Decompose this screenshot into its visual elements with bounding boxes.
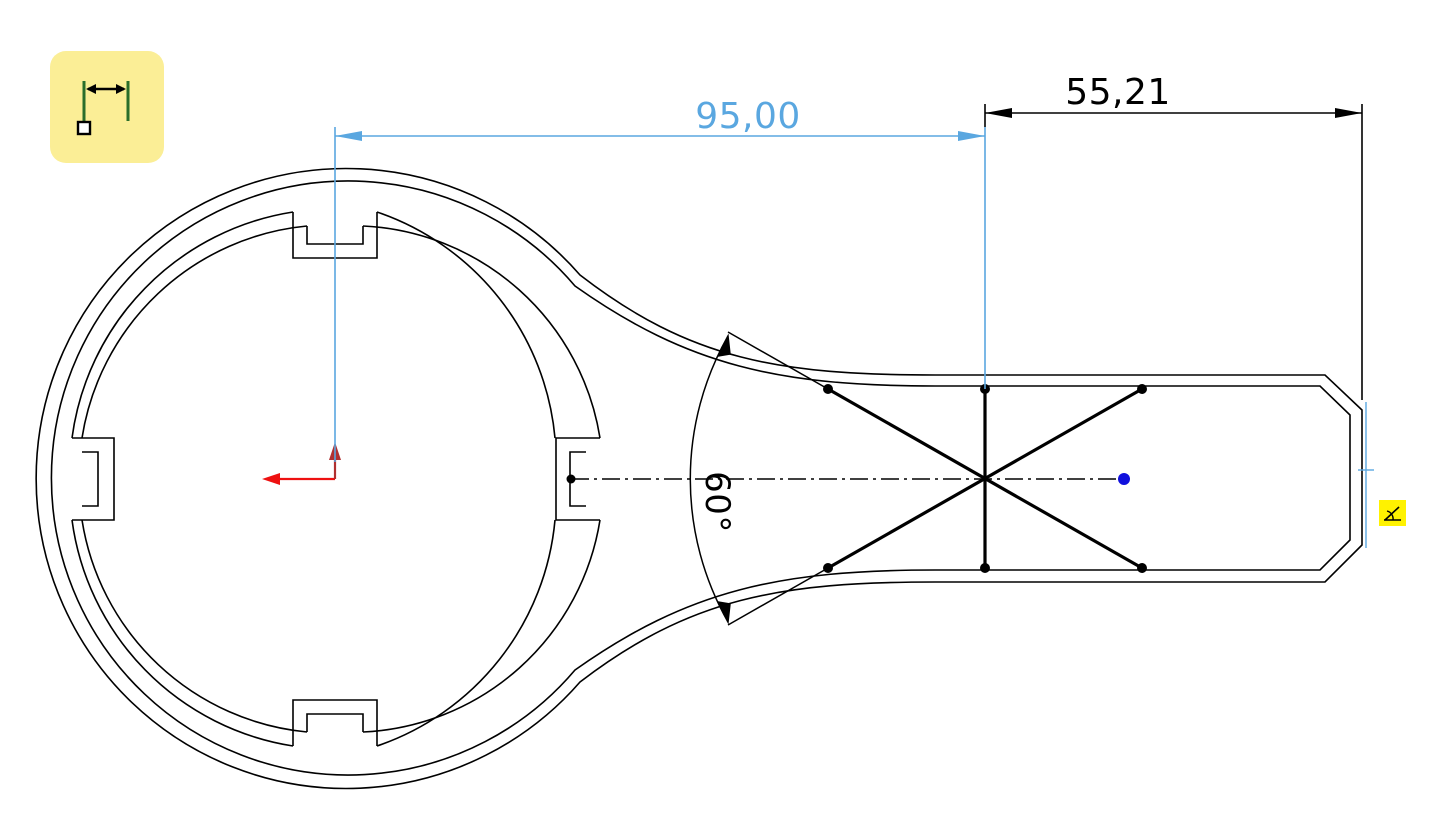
dimension-arrow [1335,108,1362,118]
tangent-relation-badge[interactable] [1379,500,1406,526]
cross-braces[interactable] [827,387,1143,570]
dimension-55[interactable] [984,104,1363,400]
outer-offset-contour[interactable] [50,180,1351,776]
dimension-95-label[interactable]: 95,00 [695,96,801,137]
sketch-point[interactable] [980,563,990,573]
outer-contour[interactable] [35,167,1363,790]
notch-left[interactable] [72,437,115,521]
dimension-95[interactable] [334,127,986,462]
sketch-point[interactable] [1137,563,1147,573]
origin-icon [262,442,341,485]
wrench-outline[interactable] [35,167,1363,790]
angle-arrow [716,333,731,357]
angle-extension-line [727,567,829,626]
angular-dimension[interactable] [689,331,829,626]
notch-bottom[interactable] [292,699,378,746]
smart-dimension-tool-button[interactable] [50,51,164,163]
dimension-arrow [985,108,1012,118]
tangent-relation-icon [1379,500,1406,526]
angle-arc [689,335,729,623]
ring-inner-arc[interactable] [81,225,601,733]
ring-outer-arc[interactable] [71,211,556,747]
centerline-midpoint-blue[interactable] [1118,473,1130,485]
angle-dimension-label[interactable]: 60° [697,471,737,533]
angle-arrow [716,601,731,625]
sketch-point[interactable] [1137,384,1147,394]
selected-end-edge[interactable] [1358,402,1374,548]
angle-extension-line [727,331,829,390]
smart-dimension-icon [50,51,164,163]
dimension-arrow [335,131,362,141]
centerline-endpoint[interactable] [566,474,576,484]
dimension-55-label[interactable]: 55,21 [1065,72,1171,113]
dimension-arrow [958,131,985,141]
